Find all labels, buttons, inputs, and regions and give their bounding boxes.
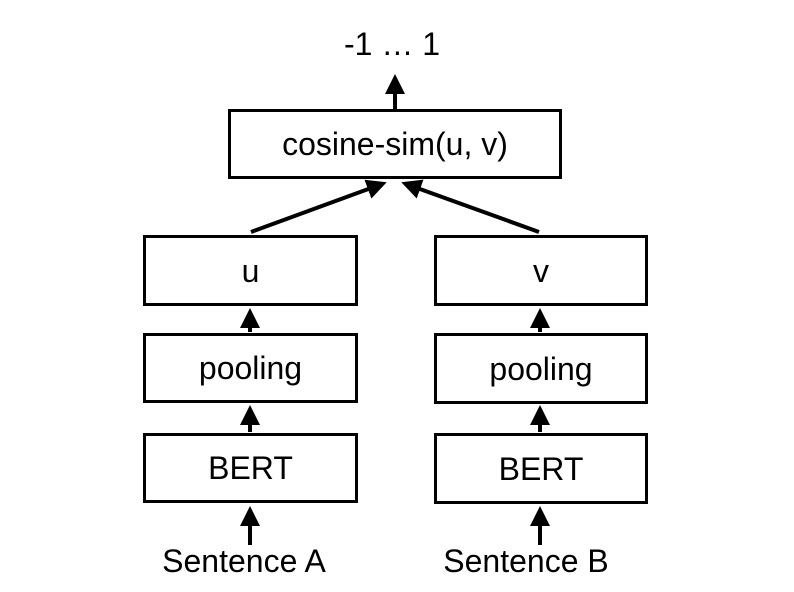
arrow-u-to-cosine [250,179,387,234]
node-pooling-left: pooling [143,333,358,403]
node-u-embedding: u [143,235,358,306]
sentence-b-label: Sentence B [443,543,609,579]
node-cosine-sim-label: cosine-sim(u, v) [282,126,508,162]
score-range-label: -1 … 1 [343,26,441,62]
node-pooling-left-label: pooling [198,350,303,386]
arrow-v-to-cosine [401,179,540,234]
node-pooling-right-label: pooling [489,350,593,387]
node-bert-left: BERT [143,433,358,503]
node-bert-right: BERT [434,433,648,504]
node-cosine-sim: cosine-sim(u, v) [228,109,562,179]
node-u-label: u [241,252,260,289]
node-pooling-right: pooling [434,333,648,404]
node-bert-right-label: BERT [498,450,584,487]
sentence-a-label: Sentence A [162,543,326,579]
node-v-embedding: v [434,235,648,306]
node-v-label: v [533,252,549,289]
node-bert-left-label: BERT [208,450,293,486]
